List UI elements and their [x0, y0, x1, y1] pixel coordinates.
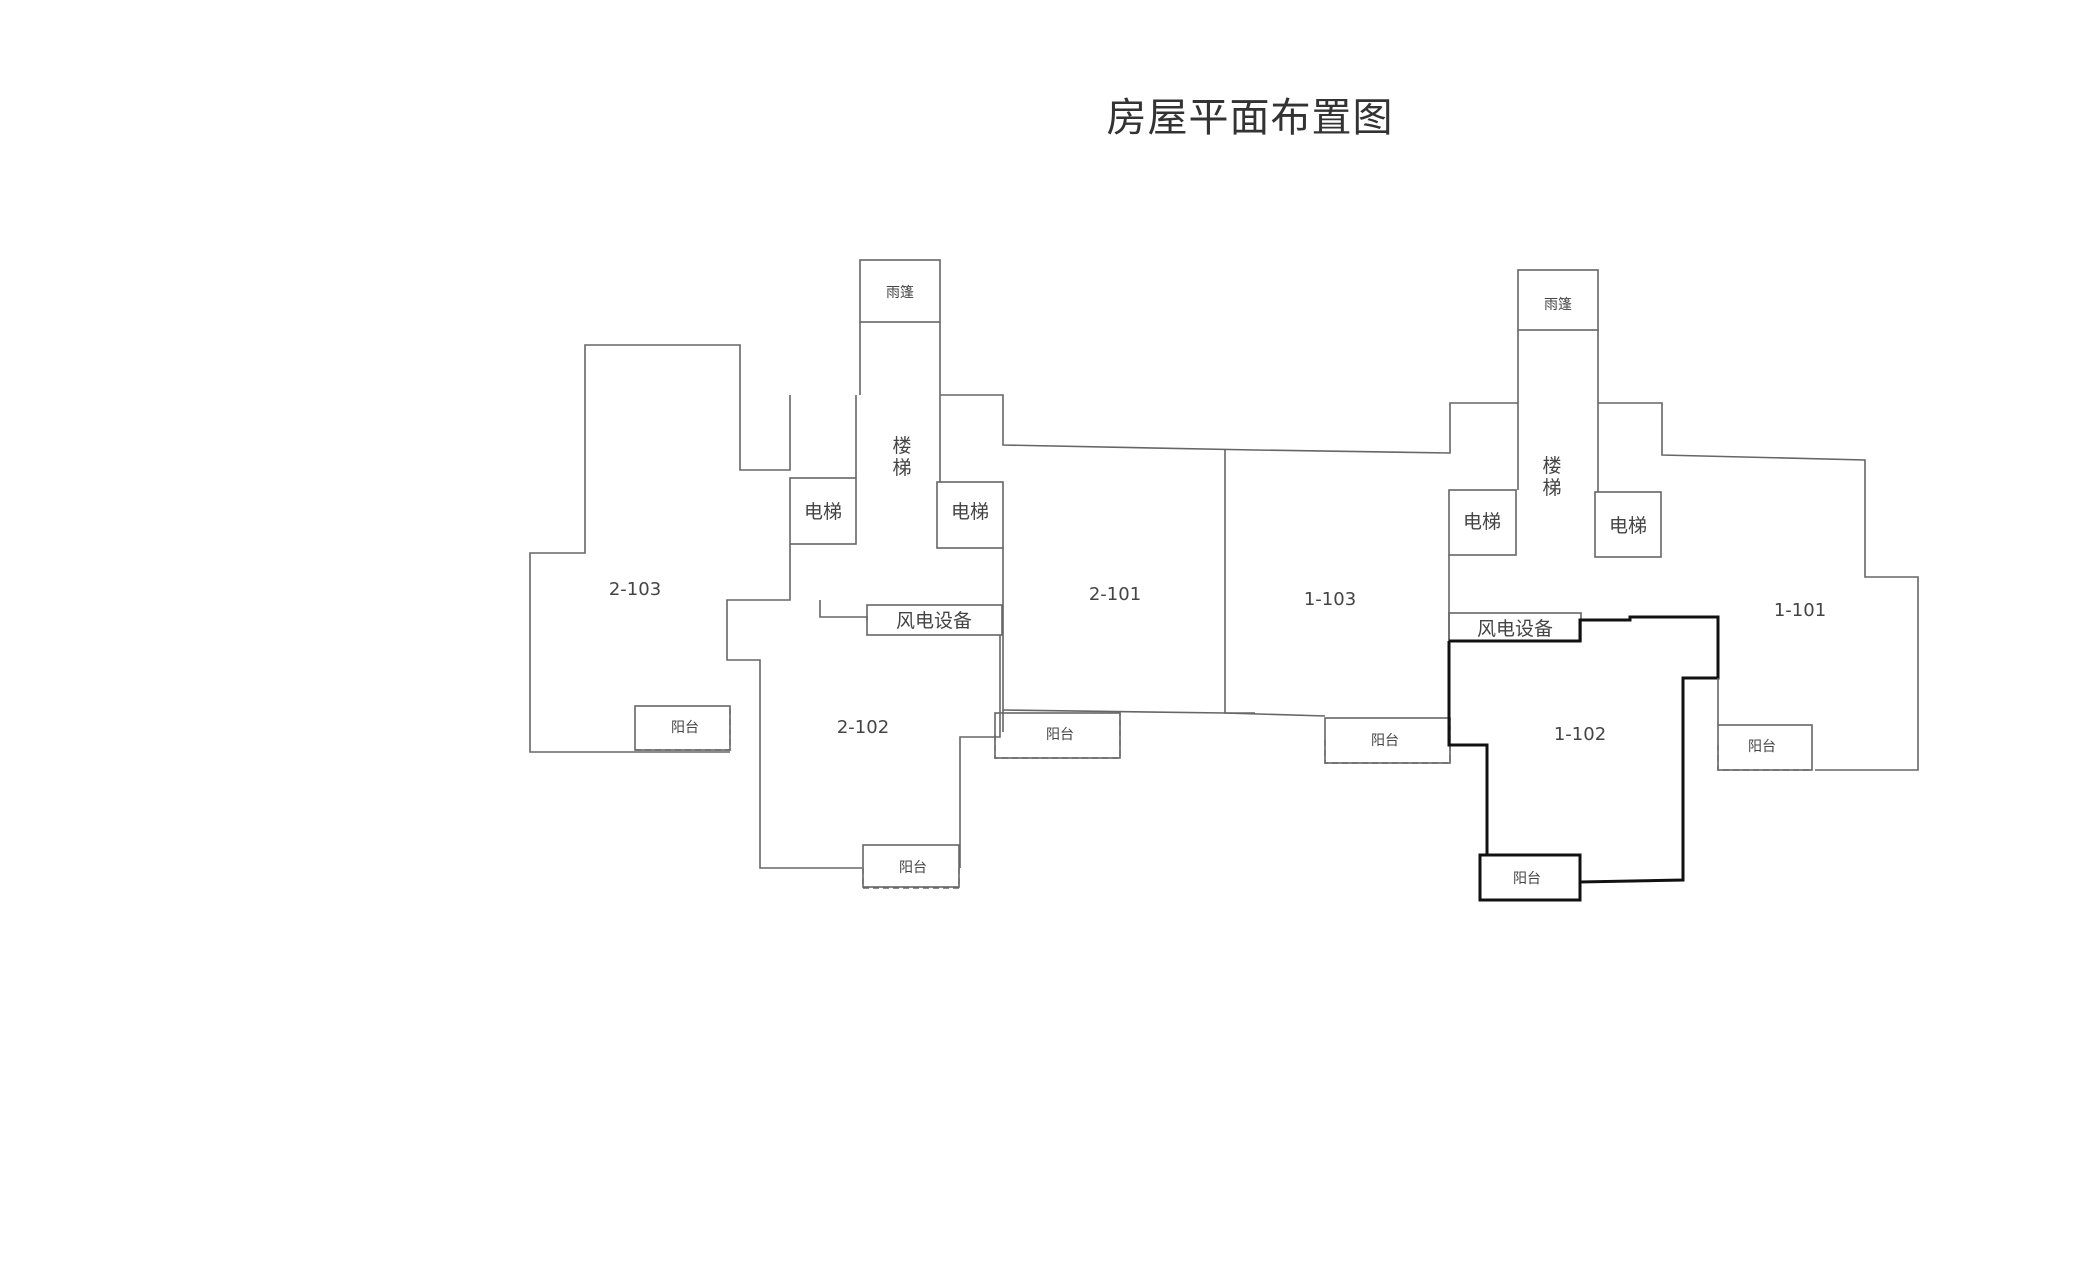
unit-label-1-102: 1-102: [1554, 724, 1606, 745]
elevator-label-2-right: 电梯: [951, 501, 989, 523]
core-walls-1: [1448, 402, 1919, 771]
unit-label-1-103: 1-103: [1304, 589, 1356, 610]
balcony-label-1-103: 阳台: [1371, 733, 1399, 749]
balcony-2-102: [862, 844, 960, 888]
elevator-2-right: [936, 481, 1004, 549]
unit-1-102-outline: [1447, 615, 1720, 884]
unit-label-1-101: 1-101: [1774, 600, 1826, 621]
elevator-label-2-left: 电梯: [804, 501, 842, 523]
canopy-1: [1517, 269, 1599, 331]
balcony-label-1-102: 阳台: [1513, 871, 1541, 887]
balcony-label-2-103: 阳台: [671, 720, 699, 736]
stairs-label-2-top: 楼: [892, 435, 911, 457]
stairs-label-1-bottom: 梯: [1542, 477, 1561, 499]
wind-equipment-label-1: 风电设备: [1477, 618, 1553, 640]
elevator-1-left: [1448, 489, 1517, 556]
balcony-label-2-101: 阳台: [1046, 727, 1074, 743]
unit-label-2-101: 2-101: [1089, 584, 1141, 605]
unit-label-2-103: 2-103: [609, 579, 661, 600]
stair-core-2: [859, 322, 941, 395]
unit-2-103-outline: [529, 344, 791, 753]
unit-label-2-102: 2-102: [837, 717, 889, 738]
elevator-label-1-left: 电梯: [1463, 511, 1501, 533]
page-title: 房屋平面布置图: [1106, 95, 1394, 141]
balcony-label-2-102: 阳台: [899, 860, 927, 876]
stair-core-1: [1517, 330, 1599, 403]
wind-equipment-label-2: 风电设备: [896, 610, 972, 632]
elevator-1-right: [1594, 491, 1662, 558]
balcony-1-102: [1478, 853, 1582, 902]
elevator-2-left: [789, 477, 857, 545]
elevator-label-1-right: 电梯: [1609, 515, 1647, 537]
balcony-2-103: [634, 705, 731, 751]
balcony-label-1-101: 阳台: [1748, 739, 1776, 755]
canopy-label-2: 雨篷: [886, 285, 914, 301]
stairs-label-1-top: 楼: [1542, 455, 1561, 477]
unit-1-103-outline: [1224, 402, 1518, 717]
canopy-2: [859, 259, 941, 323]
unit-2-102-outline: [726, 544, 1004, 869]
stairs-label-2-bottom: 梯: [892, 457, 911, 479]
core-walls-2: [855, 394, 1256, 482]
canopy-label-1: 雨篷: [1544, 297, 1572, 313]
